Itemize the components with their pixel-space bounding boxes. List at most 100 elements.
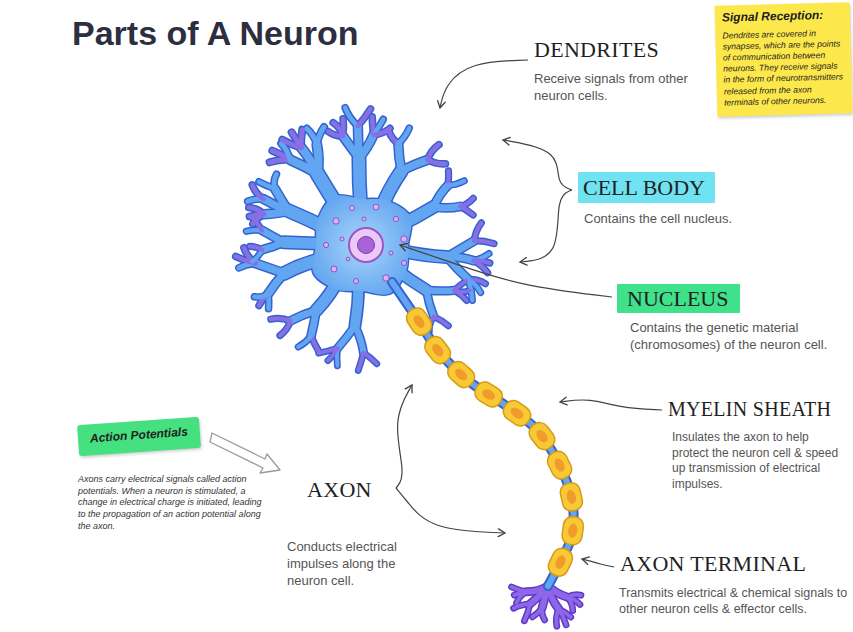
myelin-segment	[471, 379, 505, 411]
leader-line	[520, 190, 572, 262]
part-description: Receive signals from other neuron cells.	[534, 71, 699, 105]
highlight-band: CELL BODY	[578, 172, 715, 203]
dendrite-branch	[355, 326, 364, 353]
dendrite-branch	[317, 127, 324, 145]
dendrite-branch	[345, 108, 358, 126]
dendrite-branch	[338, 326, 355, 348]
part-name: AXON TERMINAL	[620, 552, 806, 576]
dendrite-branch	[532, 608, 542, 617]
dendrite-branch	[460, 206, 473, 214]
organelle	[340, 237, 344, 241]
part-description: Insulates the axon to help protect the n…	[672, 430, 848, 492]
dendrite-branch	[298, 336, 311, 347]
organelle	[401, 236, 407, 242]
myelin-core	[534, 428, 550, 445]
myelin-segment	[403, 304, 435, 338]
dendrite-branch	[512, 587, 527, 592]
dendrite-branch	[454, 290, 466, 300]
myelin-segment	[545, 545, 575, 579]
note-text: Axons carry electrical signals called ac…	[78, 474, 263, 532]
dendrite-branch	[559, 609, 566, 625]
dendrite-branch	[398, 143, 401, 170]
dendrite-branch	[250, 246, 262, 249]
dendrite-branch	[428, 145, 439, 160]
dendrite-branch	[301, 130, 302, 148]
dendrite-branch	[311, 336, 318, 351]
dendrite-branch	[280, 321, 290, 336]
nucleus	[349, 228, 383, 262]
note-heading: Action Potentials	[90, 425, 191, 446]
dendrite-branch	[252, 250, 262, 262]
myelin-segment	[500, 397, 534, 429]
myelin-core	[565, 489, 577, 505]
tag-label: Action Potentials	[77, 417, 201, 456]
dendrite-branch	[474, 241, 494, 244]
part-name: NUCLEUS	[627, 286, 730, 311]
myelin-segment	[471, 379, 505, 411]
dendrite-branch	[252, 250, 262, 262]
leader-line	[503, 140, 572, 190]
dendrite-branch	[398, 143, 401, 170]
dendrite-branch	[398, 128, 409, 143]
dendrite-branch	[358, 353, 363, 371]
myelin-core	[480, 387, 497, 402]
dendrite-branch	[256, 263, 285, 273]
organelle	[373, 204, 379, 210]
myelin-segment	[444, 358, 478, 392]
myelin-core	[453, 367, 469, 383]
dendrite-branch	[262, 230, 284, 242]
organelle	[383, 275, 389, 281]
myelin-segment	[403, 304, 435, 338]
cell-body-outline	[312, 195, 411, 294]
dendrite-branch	[474, 241, 494, 244]
part-description: Contains the genetic material (chromosom…	[630, 320, 850, 354]
part-description: Transmits electrical & chemical signals …	[619, 585, 851, 618]
part-name: CELL BODY	[583, 175, 707, 200]
myelin-core	[430, 342, 446, 359]
myelin-core	[411, 313, 426, 330]
dendrite-branch	[434, 317, 449, 326]
dendrite-branch	[301, 130, 302, 148]
dendrite-branch	[426, 290, 433, 316]
organelle	[350, 206, 355, 211]
dendrite-branch	[338, 326, 355, 348]
organelle	[323, 242, 328, 247]
organelle	[389, 251, 393, 255]
hollow-arrow	[210, 433, 280, 473]
dendrite-branch	[355, 326, 364, 353]
dendrite-branch	[434, 206, 460, 207]
dendrite-branch	[317, 127, 324, 145]
organelle	[362, 217, 366, 221]
leader-line	[440, 60, 528, 108]
part-name: MYELIN SHEATH	[668, 398, 831, 420]
dendrite-branch	[256, 263, 285, 273]
dendrite-branch	[275, 188, 289, 210]
dendrite-branch	[358, 109, 371, 126]
dendrite-branch	[434, 185, 448, 207]
dendrite-branch	[434, 317, 449, 326]
dendrite-branch	[274, 174, 276, 188]
dendrite-branch	[556, 609, 559, 626]
dendrite-branch	[454, 281, 466, 291]
part-description: Conducts electrical impulses along the n…	[287, 539, 422, 590]
dendrite-branch	[402, 160, 428, 171]
dendrite-branch	[567, 597, 572, 610]
myelin-core	[509, 406, 526, 421]
axon	[392, 282, 574, 586]
dendrite-branch	[428, 160, 446, 164]
organelle	[354, 279, 359, 284]
part-name: DENDRITES	[534, 38, 659, 62]
myelin-segment	[421, 333, 454, 367]
dendrite-branch	[448, 181, 464, 185]
dendrite-branch	[426, 287, 454, 294]
myelin-core	[553, 554, 567, 571]
sticky-note: Signal Reception:Dendrites are covered i…	[715, 2, 853, 116]
part-description: Contains the cell nucleus.	[584, 211, 794, 228]
organelle	[346, 257, 350, 261]
dendrite-branch	[317, 145, 318, 174]
dendrite-branch	[311, 336, 318, 351]
dendrite-branch	[252, 218, 261, 231]
note-heading: Signal Reception:	[722, 8, 843, 25]
dendrite-branch	[402, 160, 428, 171]
